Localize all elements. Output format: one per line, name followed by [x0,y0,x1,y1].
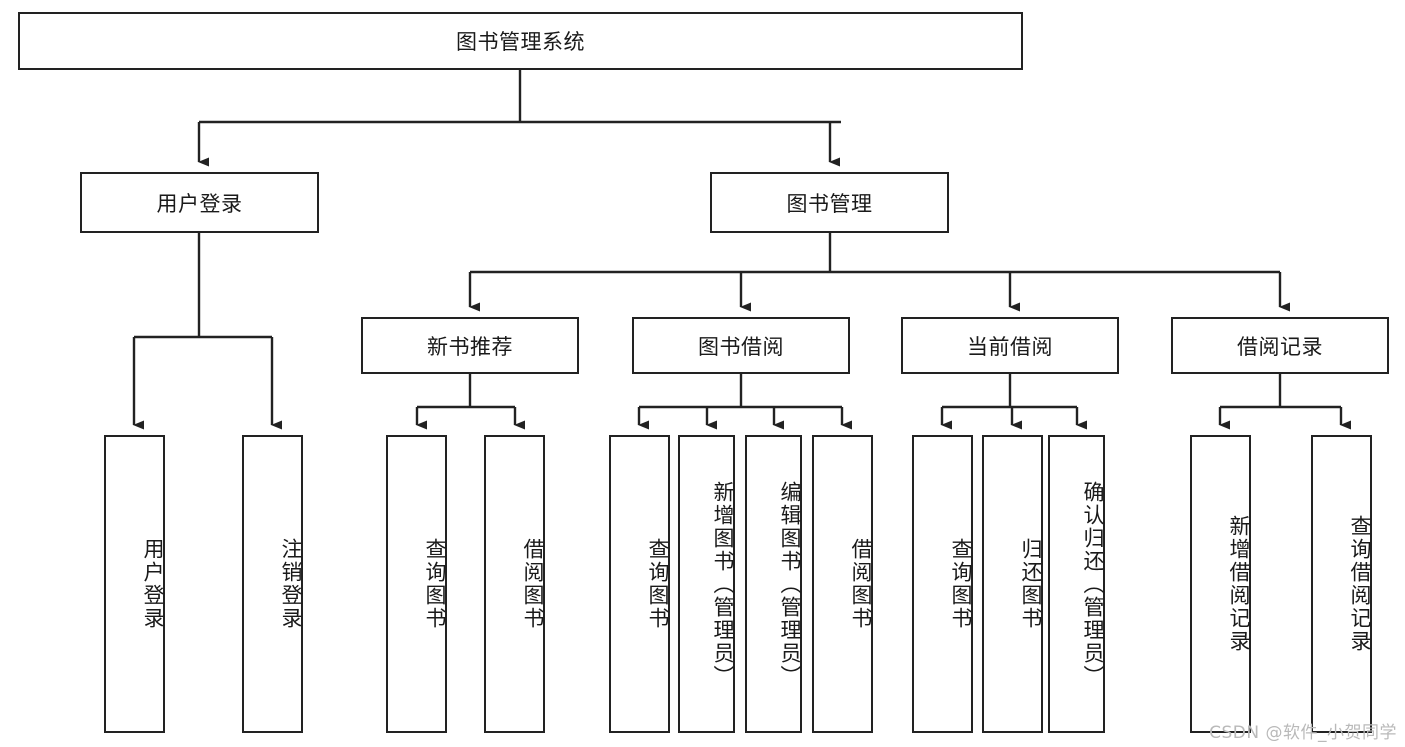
leaf-user-login-label: 用户登录 [141,538,165,630]
leaf-return-book[interactable]: 归还图书 [982,435,1043,733]
node-root[interactable]: 图书管理系统 [18,12,1023,70]
node-current-borrow[interactable]: 当前借阅 [901,317,1119,374]
leaf-query-book-recommend-label: 查询图书 [423,538,447,630]
leaf-query-book-recommend[interactable]: 查询图书 [386,435,447,733]
leaf-confirm-return-admin-label: 确认归还（管理员） [1081,480,1105,688]
leaf-logout[interactable]: 注销登录 [242,435,303,733]
node-user-login-label: 用户登录 [156,191,243,216]
leaf-confirm-return-admin[interactable]: 确认归还（管理员） [1048,435,1105,733]
node-current-borrow-label: 当前借阅 [967,334,1053,359]
leaf-add-borrow-record[interactable]: 新增借阅记录 [1190,435,1251,733]
node-borrow-record-label: 借阅记录 [1237,334,1323,359]
node-new-book-recommend[interactable]: 新书推荐 [361,317,579,374]
leaf-query-book-current[interactable]: 查询图书 [912,435,973,733]
node-book-borrow-label: 图书借阅 [698,334,784,359]
node-book-management[interactable]: 图书管理 [710,172,949,233]
node-borrow-record[interactable]: 借阅记录 [1171,317,1389,374]
leaf-query-borrow-record-label: 查询借阅记录 [1348,515,1372,653]
leaf-borrow-book-label: 借阅图书 [849,538,873,630]
node-book-borrow[interactable]: 图书借阅 [632,317,850,374]
leaf-query-borrow-record[interactable]: 查询借阅记录 [1311,435,1372,733]
leaf-edit-book-admin[interactable]: 编辑图书（管理员） [745,435,802,733]
leaf-return-book-label: 归还图书 [1019,538,1043,630]
leaf-user-login[interactable]: 用户登录 [104,435,165,733]
leaf-edit-book-admin-label: 编辑图书（管理员） [778,480,802,688]
leaf-borrow-book-recommend-label: 借阅图书 [521,538,545,630]
leaf-query-book-borrow-label: 查询图书 [646,538,670,630]
leaf-borrow-book[interactable]: 借阅图书 [812,435,873,733]
leaf-add-book-admin-label: 新增图书（管理员） [711,480,735,688]
leaf-logout-label: 注销登录 [279,538,303,630]
node-root-label: 图书管理系统 [456,30,585,54]
csdn-watermark: CSDN @软件_小贺同学 [1209,723,1397,743]
leaf-query-book-current-label: 查询图书 [949,538,973,630]
leaf-add-borrow-record-label: 新增借阅记录 [1227,515,1251,653]
leaf-borrow-book-recommend[interactable]: 借阅图书 [484,435,545,733]
leaf-add-book-admin[interactable]: 新增图书（管理员） [678,435,735,733]
node-book-management-label: 图书管理 [786,191,873,216]
node-user-login[interactable]: 用户登录 [80,172,319,233]
leaf-query-book-borrow[interactable]: 查询图书 [609,435,670,733]
node-new-book-recommend-label: 新书推荐 [427,334,513,359]
